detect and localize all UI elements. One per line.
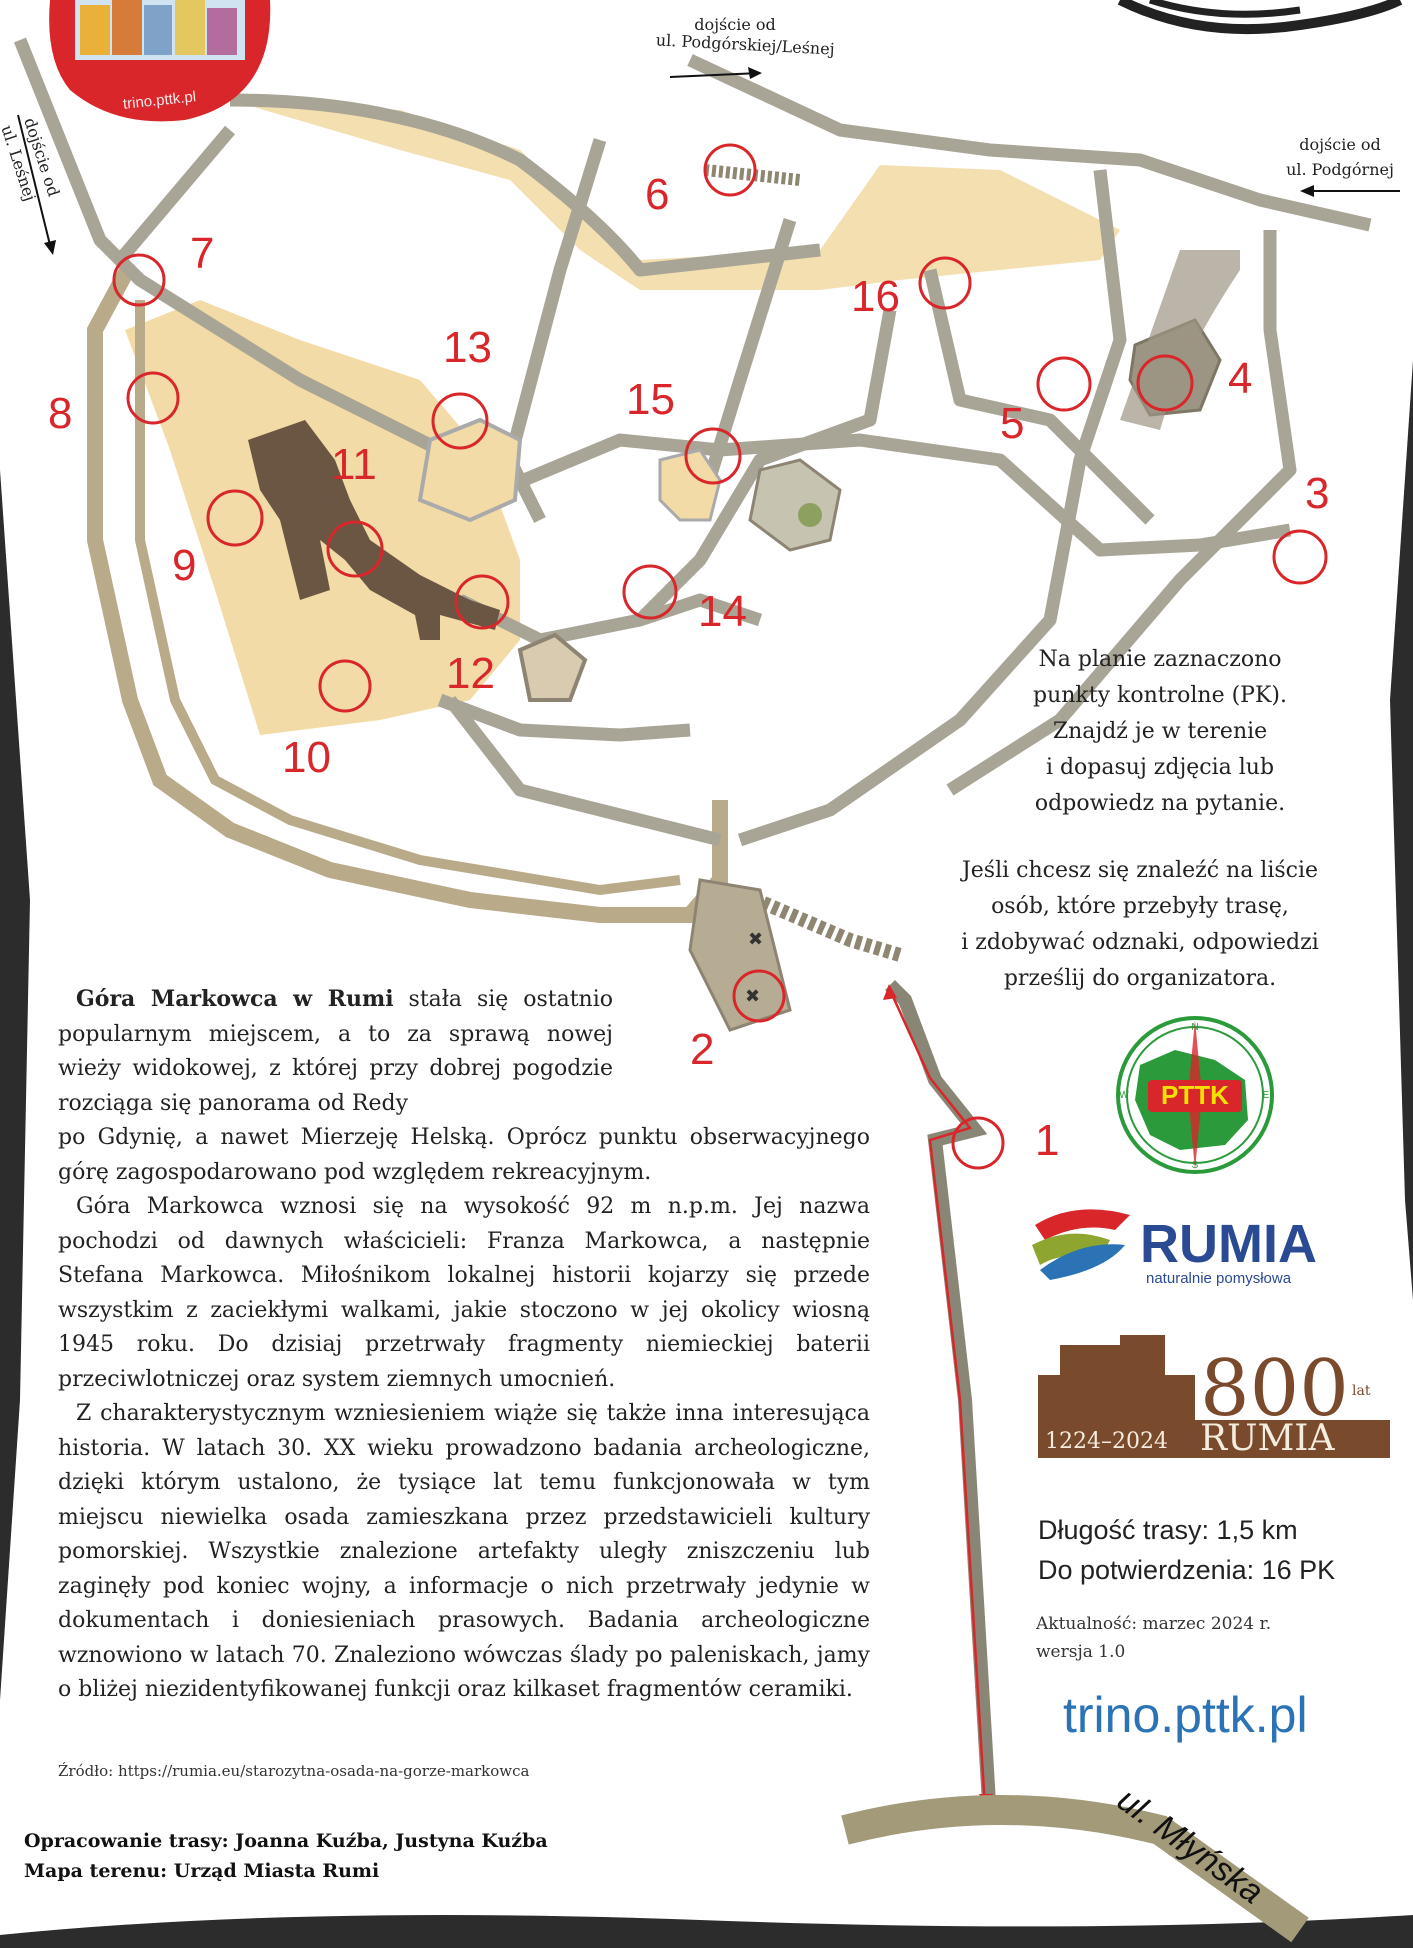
rumia-logo: RUMIA naturalnie pomysłowa: [1032, 1209, 1317, 1287]
checkpoint-9-label: 9: [172, 541, 196, 590]
checkpoint-5-marker: [1036, 356, 1092, 412]
access-label-podgorna-line2: ul. Podgórnej: [1286, 160, 1394, 179]
checkpoint-4-marker: [1136, 354, 1194, 412]
version-info: Aktualność: marzec 2024 r. wersja 1.0: [1036, 1610, 1271, 1666]
mlynska-road: [841, 1795, 1309, 1943]
story-paragraph-3: Z charakterystycznym wzniesieniem wiąże …: [58, 1401, 870, 1702]
story-title: Góra Markowca w Rumi: [76, 986, 394, 1012]
instructions-line: i dopasuj zdjęcia lub: [1045, 755, 1275, 780]
instructions-line: punkty kontrolne (PK).: [1033, 683, 1287, 708]
checkpoint-4-label: 4: [1228, 354, 1252, 403]
checkpoint-7-label: 7: [190, 229, 214, 278]
mlynska-label: ul. Młyńska: [1110, 1781, 1270, 1912]
checkpoint-1-marker: [951, 1116, 1005, 1170]
grey-paths: [13, 37, 1372, 847]
checkpoint-9-marker: [206, 489, 264, 547]
viewing-tower-structure: [748, 458, 842, 552]
instructions-block-2: Jeśli chcesz się znaleźć na liście osób,…: [920, 853, 1360, 997]
trino-logo: trino.pttk.pl: [49, 0, 271, 122]
checkpoint-13-label: 13: [443, 323, 492, 372]
checkpoint-1-label: 1: [1035, 1116, 1059, 1165]
access-label-podgorska-line1: dojście od: [694, 15, 776, 34]
svg-text:✖: ✖: [748, 929, 763, 950]
fortification-structure: [248, 420, 500, 640]
checkpoint-5-label: 5: [1000, 399, 1024, 448]
jubilee-logo-rumia: RUMIA: [1200, 1418, 1336, 1459]
checkpoint-labels: 1 2 3 4 5 6 7 8 9 10 11 12 13 14 15 16: [48, 170, 1329, 1165]
rumia-logo-tagline: naturalnie pomysłowa: [1146, 1270, 1292, 1287]
jubilee-logo-number: 800: [1200, 1344, 1349, 1434]
rumia-logo-name: RUMIA: [1140, 1214, 1317, 1274]
checkpoint-8-label: 8: [48, 389, 72, 438]
jubilee-logo-unit: lat: [1352, 1383, 1371, 1399]
instructions-line: osób, które przebyły trasę,: [991, 894, 1289, 919]
route-length: Długość trasy: 1,5 km: [1038, 1515, 1298, 1545]
story-paragraph-2: Góra Markowca wznosi się na wysokość 92 …: [58, 1194, 870, 1392]
website-link[interactable]: trino.pttk.pl: [1063, 1687, 1308, 1743]
checkpoint-markers: [112, 143, 1328, 1170]
checkpoint-16-marker: [918, 256, 972, 310]
source-note: Źródło: https://rumia.eu/starozytna-osad…: [58, 1762, 530, 1780]
route-arrow-head: [883, 984, 897, 1000]
bottom-frame-edge: [0, 1915, 1413, 1948]
checkpoint-6-marker: [703, 143, 757, 197]
route-stats: Długość trasy: 1,5 km Do potwierdzenia: …: [1038, 1510, 1335, 1590]
checkpoint-11-marker: [326, 520, 384, 578]
instructions-line: Jeśli chcesz się znaleźć na liście: [961, 858, 1319, 883]
checkpoint-14-marker: [622, 564, 678, 620]
checkpoint-6-label: 6: [645, 170, 669, 219]
svg-text:N: N: [1191, 1022, 1198, 1033]
checkpoint-14-label: 14: [698, 587, 747, 636]
checkpoint-7-marker: [112, 253, 166, 307]
pttk-logo: PTTK N E S W: [1116, 1016, 1274, 1174]
version-number: wersja 1.0: [1036, 1642, 1126, 1662]
checkpoint-15-label: 15: [626, 375, 675, 424]
story-paragraph-1-tail: po Gdynię, a nawet Mierzeję Helską. Opró…: [58, 1125, 870, 1185]
checkpoint-10-label: 10: [282, 733, 331, 782]
checkpoint-11-label: 11: [331, 440, 377, 489]
pentagon-structure: [517, 632, 588, 702]
checkpoint-16-label: 16: [851, 272, 900, 321]
route-line: [888, 989, 987, 1809]
checkpoint-13-marker: [431, 392, 489, 450]
checkpoint-2-label: 2: [690, 1025, 714, 1074]
svg-text:E: E: [1263, 1090, 1270, 1101]
svg-text:✖: ✖: [745, 986, 760, 1007]
checkpoint-2-marker: [732, 969, 786, 1023]
instructions-line: i zdobywać odznaki, odpowiedzi: [961, 930, 1319, 955]
checkpoint-3-label: 3: [1305, 469, 1329, 518]
checkpoint-12-marker: [454, 574, 510, 630]
checkpoint-12-label: 12: [446, 649, 495, 698]
left-frame-edge: [0, 470, 30, 1700]
instructions-line: Na planie zaznaczono: [1038, 647, 1282, 672]
svg-text:W: W: [1119, 1090, 1129, 1101]
svg-text:S: S: [1192, 1160, 1199, 1171]
route-checkpoints: Do potwierdzenia: 16 PK: [1038, 1555, 1336, 1585]
jubilee-logo-years: 1224–2024: [1045, 1429, 1168, 1454]
credits-map: Mapa terenu: Urząd Miasta Rumi: [24, 1860, 380, 1882]
instructions-line: odpowiedz na pytanie.: [1034, 791, 1286, 816]
right-frame-edge: [1390, 360, 1413, 1300]
checkpoint-15-marker: [684, 427, 742, 485]
story-text: Góra Markowca w Rumi stała się ostatnio …: [58, 982, 870, 1708]
credits-route: Opracowanie trasy: Joanna Kuźba, Justyna…: [24, 1830, 548, 1852]
jubilee-logo: 800 lat 1224–2024 RUMIA: [1038, 1335, 1390, 1459]
checkpoint-8-marker: [126, 371, 180, 425]
pttk-logo-text: PTTK: [1161, 1080, 1229, 1110]
instructions-block-1: Na planie zaznaczono punkty kontrolne (P…: [980, 642, 1340, 822]
access-label-podgorska-line2: ul. Podgórskiej/Leśnej: [655, 30, 835, 58]
top-ring-decoration: [1117, 0, 1403, 35]
version-date: Aktualność: marzec 2024 r.: [1036, 1614, 1272, 1634]
instructions-line: prześlij do organizatora.: [1003, 966, 1277, 991]
instructions-line: Znajdź je w terenie: [1052, 719, 1268, 744]
story-paragraph-1: Góra Markowca w Rumi stała się ostatnio …: [58, 986, 613, 1116]
checkpoint-3-marker: [1272, 529, 1328, 585]
access-label-podgorna-line1: dojście od: [1299, 135, 1381, 154]
credits: Opracowanie trasy: Joanna Kuźba, Justyna…: [24, 1826, 548, 1886]
checkpoint-10-marker: [318, 659, 372, 713]
